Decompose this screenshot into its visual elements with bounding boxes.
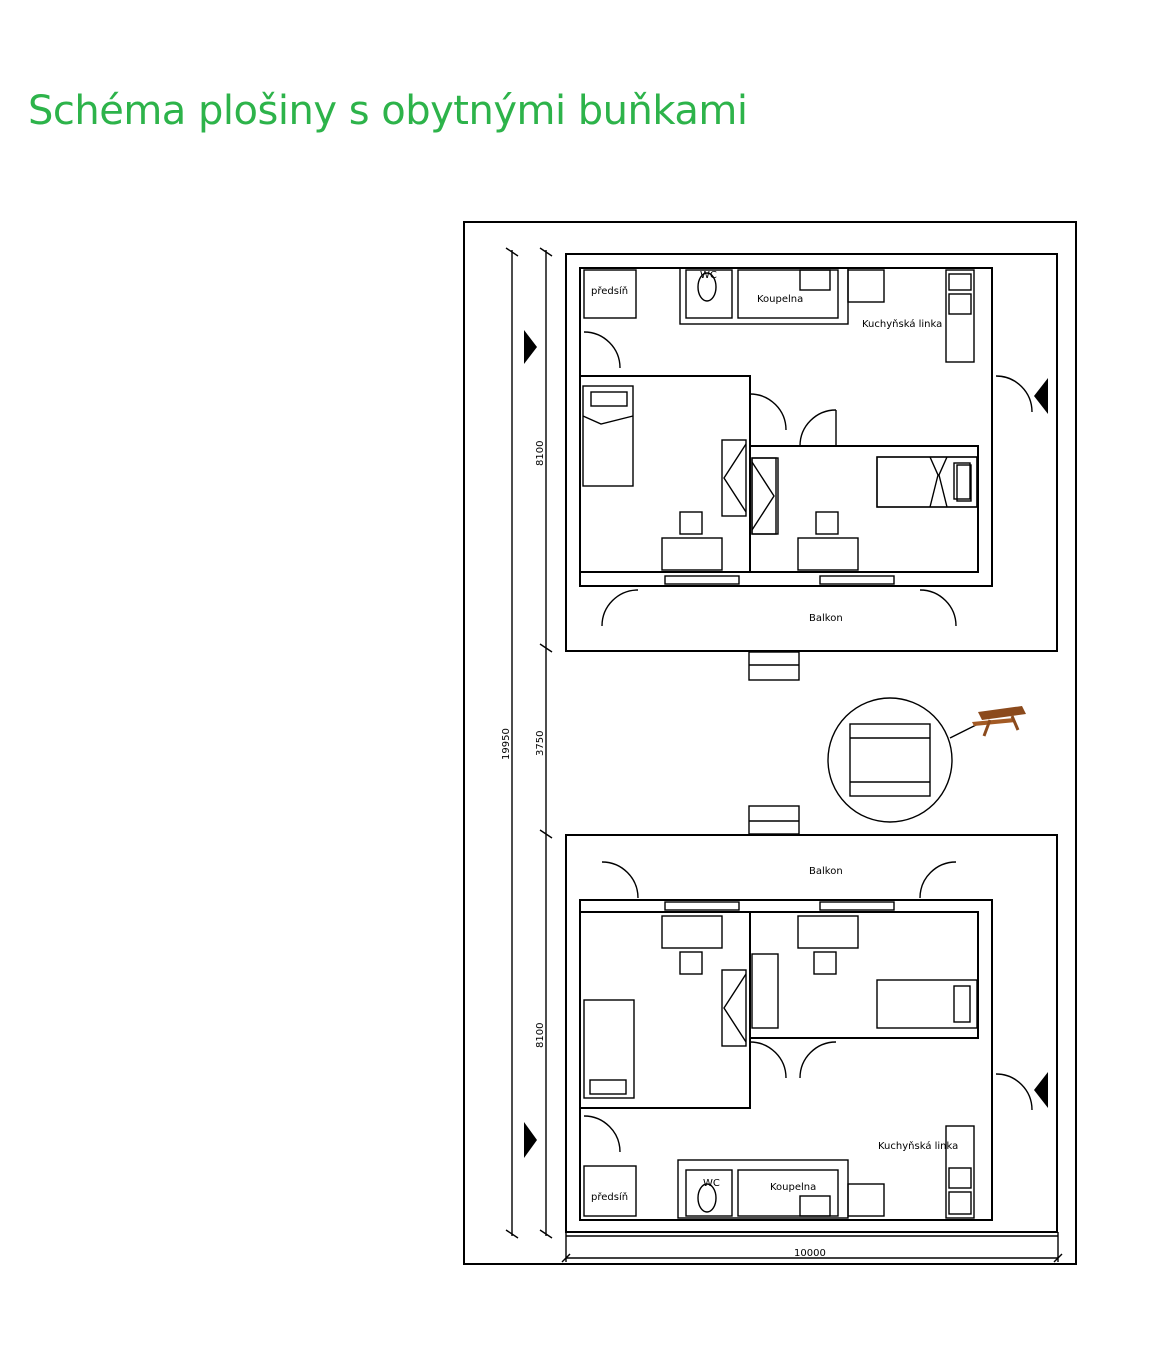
- kuchyn-label-upper: Kuchyňská linka: [862, 318, 942, 330]
- lower-unit: Balkon předsíň WC Koupelna Ku: [565, 805, 1058, 1233]
- platform-outline: [463, 221, 1077, 1265]
- balkon-label-upper: Balkon: [809, 613, 843, 624]
- dim-lower-unit: 8100: [535, 1023, 546, 1048]
- wc-label-lower: WC: [703, 1178, 720, 1189]
- dim-gap: 3750: [535, 731, 546, 756]
- wc-label-upper: WC: [700, 270, 717, 281]
- dim-width: 10000: [794, 1248, 826, 1259]
- kuchyn-label-lower: Kuchyňská linka: [878, 1140, 958, 1152]
- page-title: Schéma plošiny s obytnými buňkami: [28, 88, 748, 134]
- koupelna-label-lower: Koupelna: [770, 1182, 816, 1193]
- entry-arrow-icon: [524, 330, 537, 364]
- dim-total-height: 19950: [501, 728, 512, 760]
- upper-unit: předsíň WC Koupelna Kuchyňská linka: [565, 253, 1058, 681]
- dimension-lines: [505, 247, 1063, 1263]
- picnic-table-icon: [972, 706, 1026, 737]
- predsin-label-lower: předsíň: [591, 1191, 628, 1203]
- balkon-label-lower: Balkon: [809, 866, 843, 877]
- entry-arrow-icon: [524, 1122, 537, 1158]
- koupelna-label-upper: Koupelna: [757, 294, 803, 305]
- entry-arrow-icon: [1034, 378, 1048, 414]
- entry-arrow-icon: [1034, 1072, 1048, 1108]
- predsin-label: předsíň: [591, 285, 628, 297]
- central-bench: [827, 697, 979, 823]
- dim-upper-unit: 8100: [535, 441, 546, 466]
